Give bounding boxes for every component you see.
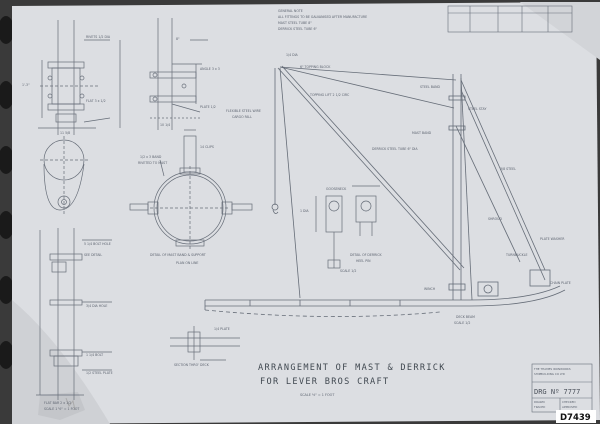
- svg-text:SEE DETAIL: SEE DETAIL: [84, 253, 102, 257]
- mast-cap-bracket-detail: [119, 18, 208, 130]
- svg-text:SCALE 1/2: SCALE 1/2: [454, 321, 470, 325]
- svg-text:1 1/4 BOLT: 1 1/4 BOLT: [86, 353, 103, 357]
- svg-text:1 DIA: 1 DIA: [300, 209, 309, 213]
- svg-text:WINCH: WINCH: [424, 287, 436, 291]
- svg-text:DERRICK STEEL TUBE 6": DERRICK STEEL TUBE 6": [278, 27, 317, 31]
- mast-lower-notes: 5 1/4 BOLT HOLE SEE DETAIL 3/4 DIA HOLE …: [44, 242, 113, 411]
- title-line-1: ARRANGEMENT OF MAST & DERRICK: [258, 363, 446, 373]
- drawing-title: ARRANGEMENT OF MAST & DERRICK FOR LEVER …: [258, 363, 446, 387]
- svg-text:PLATE WASHER: PLATE WASHER: [540, 237, 565, 241]
- mast-band-side-detail: [38, 20, 111, 135]
- title-line-2: FOR LEVER BROS CRAFT: [260, 377, 389, 387]
- mast-lower-elevation: [36, 228, 112, 400]
- svg-text:STEEL BAND: STEEL BAND: [420, 85, 441, 89]
- rigging-notes: 1/4 DIA 6" TOPPING BLOCK TOPPING LIFT 2 …: [226, 53, 571, 325]
- svg-text:8": 8": [176, 37, 180, 41]
- svg-text:RIVETED TO MAST: RIVETED TO MAST: [138, 161, 167, 165]
- title-scale-note: SCALE ½" = 1 FOOT: [300, 393, 335, 397]
- svg-text:6" TOPPING BLOCK: 6" TOPPING BLOCK: [300, 65, 331, 69]
- gooseneck-notes: 1 DIA GOOSENECK DETAIL OF DERRICK HEEL P…: [300, 187, 382, 273]
- svg-text:CHAIN PLATE: CHAIN PLATE: [550, 281, 571, 285]
- title-block: [531, 363, 593, 413]
- svg-text:HEEL PIN: HEEL PIN: [356, 259, 371, 263]
- mast-and-derrick-elevation: [271, 65, 551, 301]
- svg-text:PLAN ON LINE: PLAN ON LINE: [176, 261, 198, 265]
- svg-text:10 1/4: 10 1/4: [160, 123, 170, 127]
- svg-text:DETAIL OF DERRICK: DETAIL OF DERRICK: [350, 253, 382, 257]
- svg-text:DECK BEAM: DECK BEAM: [456, 315, 475, 319]
- svg-text:1/4 DIA: 1/4 DIA: [286, 53, 299, 57]
- svg-text:GOOSENECK: GOOSENECK: [326, 187, 347, 191]
- revision-table: [447, 5, 573, 33]
- svg-text:11 5/8: 11 5/8: [60, 131, 70, 135]
- svg-text:THE THAMES IRONWORKS: THE THAMES IRONWORKS: [533, 367, 571, 371]
- svg-text:SECTION THRO' DECK: SECTION THRO' DECK: [174, 363, 210, 367]
- binding-rings: [0, 16, 14, 369]
- deck-fitting-notes: 1/4 PLATE SECTION THRO' DECK: [174, 327, 230, 367]
- svg-text:3/8 STEEL: 3/8 STEEL: [500, 167, 516, 171]
- svg-text:1/2 x 3 BAND: 1/2 x 3 BAND: [140, 155, 162, 159]
- svg-text:14 CLIPS: 14 CLIPS: [200, 145, 214, 149]
- svg-text:ALL FITTINGS TO BE GALVANISED: ALL FITTINGS TO BE GALVANISED AFTER MANU…: [278, 15, 367, 19]
- svg-text:DERRICK STEEL TUBE 6" DIA: DERRICK STEEL TUBE 6" DIA: [372, 147, 418, 151]
- svg-text:SCALE 1 ½" = 1 FOOT: SCALE 1 ½" = 1 FOOT: [44, 407, 79, 411]
- svg-text:SHIPBUILDING CO LTD: SHIPBUILDING CO LTD: [534, 372, 565, 376]
- svg-text:1/2 STEEL PLATE: 1/2 STEEL PLATE: [86, 371, 113, 375]
- gooseneck-details: [315, 185, 380, 269]
- svg-text:1/4 PLATE: 1/4 PLATE: [214, 327, 230, 331]
- svg-text:GENERAL NOTE: GENERAL NOTE: [278, 9, 303, 13]
- mast-band-ring-plan: [129, 129, 253, 250]
- drawing-number: DRG Nº 7777: [534, 388, 580, 396]
- svg-text:DRAWN: DRAWN: [534, 400, 545, 404]
- mast-section-eye-plate: [40, 136, 88, 214]
- mast-band-ring-notes: 14 CLIPS 1/2 x 3 BAND RIVETED TO MAST DE…: [138, 145, 214, 265]
- svg-text:RIVETS 1/2 DIA: RIVETS 1/2 DIA: [86, 35, 111, 39]
- deck-fitting-section: [170, 326, 240, 361]
- sheet-ref-text: D7439: [560, 413, 591, 423]
- svg-text:PLATE 1/2: PLATE 1/2: [200, 105, 216, 109]
- general-notes: GENERAL NOTE ALL FITTINGS TO BE GALVANIS…: [278, 9, 367, 31]
- svg-text:ANGLE 3 x 3: ANGLE 3 x 3: [200, 67, 220, 71]
- svg-text:APPROVED: APPROVED: [562, 405, 577, 409]
- svg-text:3/4 DIA HOLE: 3/4 DIA HOLE: [86, 304, 107, 308]
- svg-text:STEEL STAY: STEEL STAY: [468, 107, 486, 111]
- svg-text:MAST BAND: MAST BAND: [412, 131, 432, 135]
- title-block-notes: THE THAMES IRONWORKS SHIPBUILDING CO LTD…: [533, 367, 577, 409]
- svg-text:DETAIL OF MAST BAND & SUPPORT: DETAIL OF MAST BAND & SUPPORT: [150, 253, 206, 257]
- mast-band-side-notes: RIVETS 1/2 DIA 1'-3" FLAT 3 x 1/2 11 5/8: [22, 35, 111, 135]
- hull-deck-profile: [204, 285, 566, 317]
- svg-text:FLAT BAR 2 x 1/2: FLAT BAR 2 x 1/2: [44, 401, 71, 405]
- tape-tear: [38, 392, 85, 420]
- svg-text:CARGO FALL: CARGO FALL: [232, 115, 252, 119]
- svg-text:CHECKED: CHECKED: [562, 400, 576, 404]
- svg-text:MAST STEEL TUBE 8": MAST STEEL TUBE 8": [278, 21, 312, 25]
- svg-text:SCALE 1/2: SCALE 1/2: [340, 269, 356, 273]
- svg-text:TRACED: TRACED: [533, 405, 545, 409]
- svg-text:FLEXIBLE STEEL WIRE: FLEXIBLE STEEL WIRE: [226, 109, 261, 113]
- svg-text:5 1/4 BOLT HOLE: 5 1/4 BOLT HOLE: [84, 242, 111, 246]
- sheet-ref-label: [556, 410, 596, 423]
- svg-text:TOPPING LIFT 2 1/2 CIRC: TOPPING LIFT 2 1/2 CIRC: [309, 93, 350, 97]
- svg-text:SHROUD: SHROUD: [488, 217, 502, 221]
- svg-text:FLAT 3 x 1/2: FLAT 3 x 1/2: [86, 99, 106, 103]
- svg-text:1'-3": 1'-3": [22, 83, 30, 87]
- svg-text:TURNBUCKLE: TURNBUCKLE: [505, 253, 528, 257]
- mast-cap-bracket-notes: 8" ANGLE 3 x 3 PLATE 1/2 10 1/4: [160, 37, 220, 127]
